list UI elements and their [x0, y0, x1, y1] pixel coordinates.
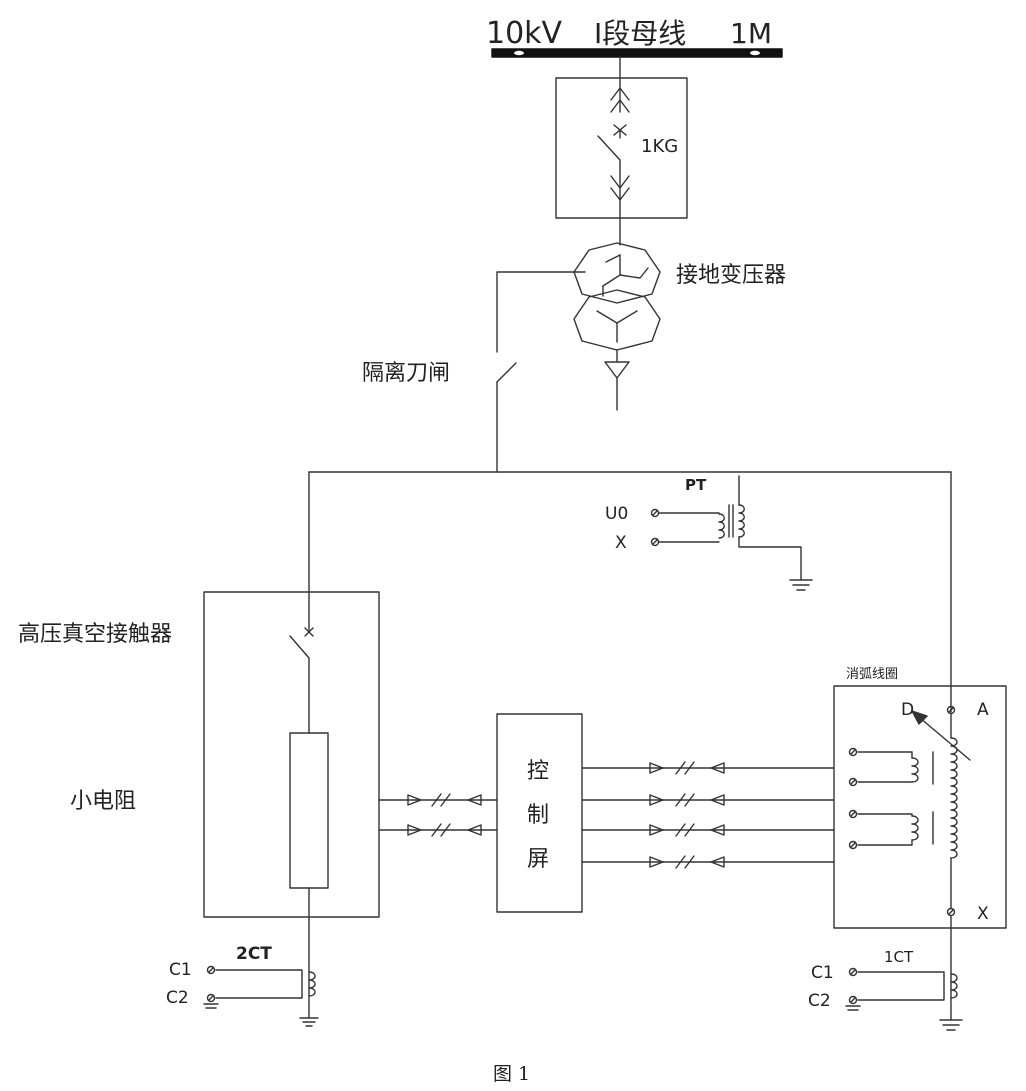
- ct1-c1-label: C1: [811, 963, 834, 983]
- control-panel-label-2: 制: [527, 803, 549, 828]
- grounding-transformer-label: 接地变压器: [676, 263, 786, 288]
- ct2-c1-label: C1: [169, 960, 192, 980]
- resistor-cabinet: [204, 592, 379, 1026]
- coil-d-label: D: [901, 700, 914, 720]
- ct1-symbol: [846, 916, 962, 1030]
- link-control-arc: [582, 762, 834, 868]
- pt-symbol: [652, 476, 813, 590]
- switch-1kg-label: 1KG: [641, 136, 678, 157]
- small-resistor-label: 小电阻: [70, 789, 136, 814]
- busbar-10kv: [492, 49, 782, 57]
- coil-x-label: X: [977, 904, 989, 924]
- arc-coil-cabinet: [834, 686, 1006, 928]
- bus-voltage-label: 10kV: [486, 16, 563, 51]
- bus-id-label: 1M: [730, 17, 772, 50]
- control-panel-label-3: 屏: [527, 847, 549, 872]
- ct1-c2-label: C2: [808, 991, 831, 1011]
- isolating-switch-symbol: [497, 363, 516, 472]
- isolating-switch-label: 隔离刀闸: [362, 361, 450, 386]
- pt-x-label: X: [615, 533, 627, 553]
- arc-coil-label: 消弧线圈: [846, 667, 898, 682]
- control-panel-label-1: 控: [527, 759, 549, 784]
- bus-section-label: I段母线: [594, 17, 686, 50]
- pt-label: PT: [685, 476, 707, 494]
- pt-u0-label: U0: [605, 504, 628, 524]
- ct2-symbol: [204, 967, 315, 1009]
- ct2-label: 2CT: [236, 944, 272, 964]
- grounding-transformer-symbol: [497, 243, 660, 410]
- coil-a-label: A: [977, 700, 989, 720]
- switch-1kg-cabinet: [556, 57, 687, 245]
- control-panel-box: [497, 714, 582, 912]
- vacuum-contactor-label: 高压真空接触器: [18, 622, 172, 647]
- ct1-label: 1CT: [884, 948, 914, 966]
- ct2-c2-label: C2: [166, 988, 189, 1008]
- figure-caption: 图 1: [493, 1063, 530, 1085]
- link-resistor-control: [379, 794, 497, 836]
